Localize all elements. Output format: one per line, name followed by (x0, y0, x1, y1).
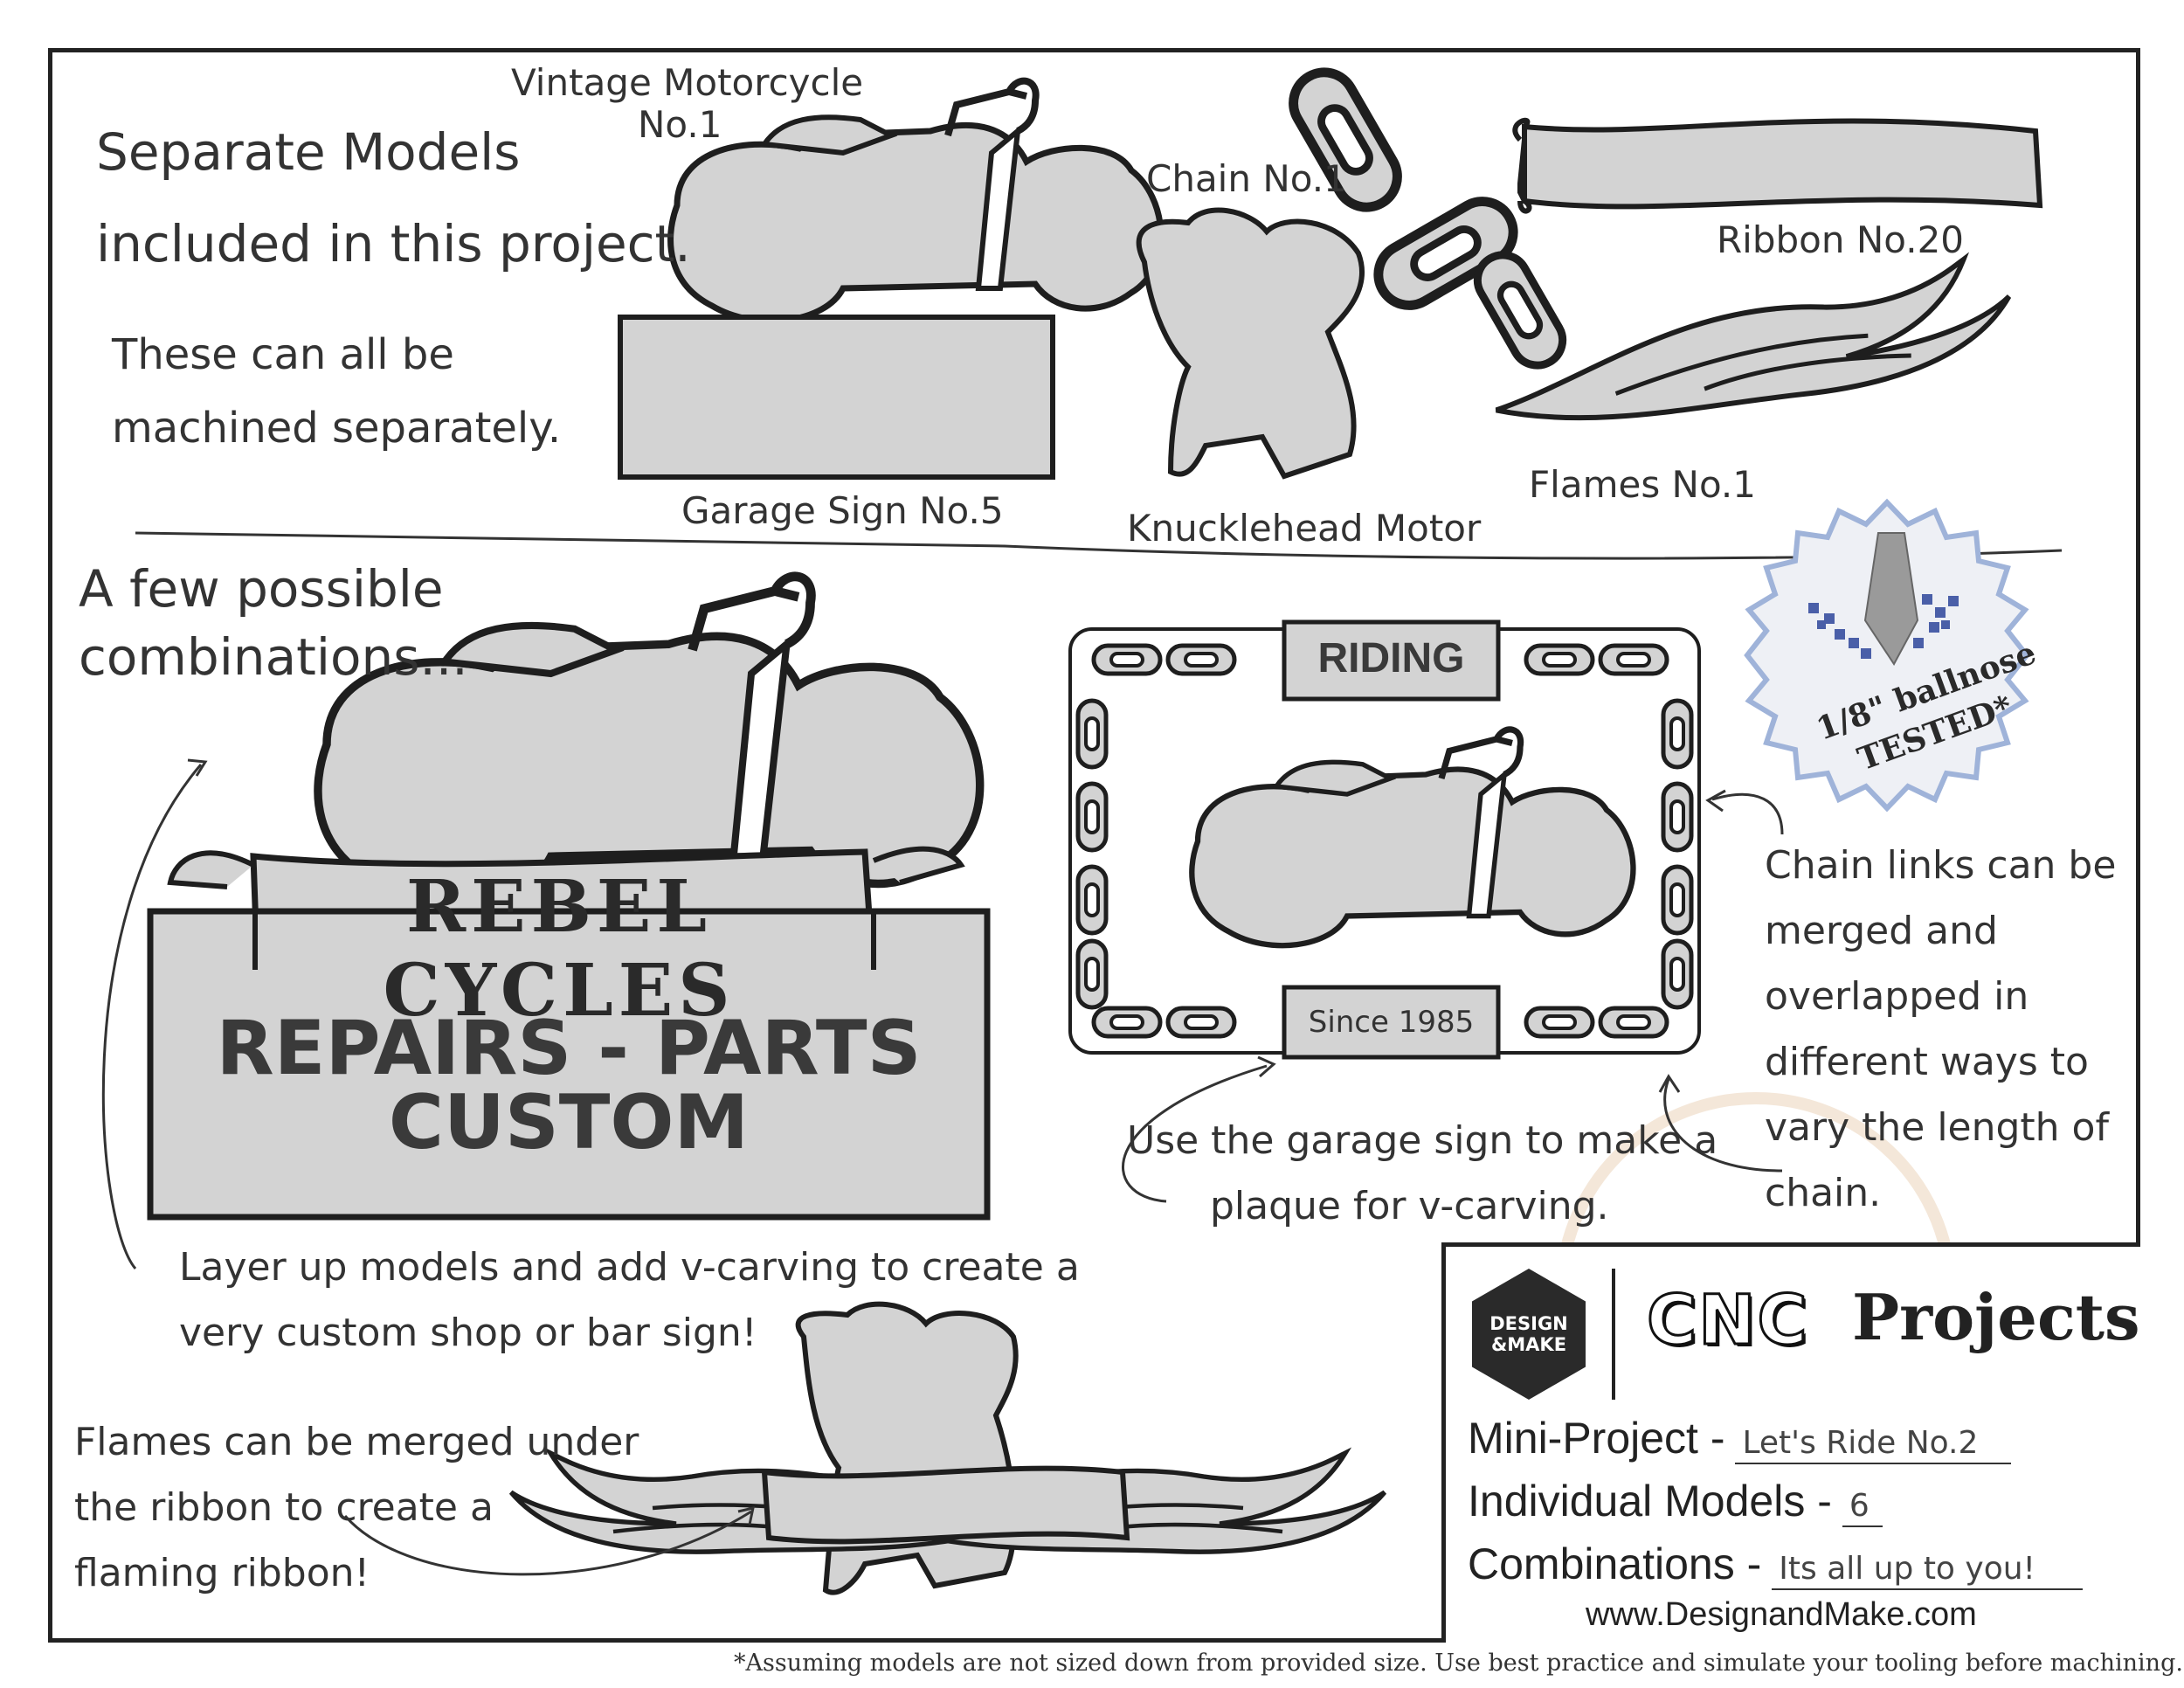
intro-sub-line1: These can all be (112, 330, 454, 379)
intro-heading-line1: Separate Models (96, 122, 521, 182)
individual-models-row: Individual Models - 6 (1468, 1476, 1883, 1527)
note-chain-6: chain. (1765, 1171, 1882, 1215)
note-chain-3: overlapped in (1765, 974, 2029, 1019)
label-flames: Flames No.1 (1529, 463, 1756, 506)
mini-project-row: Mini-Project - Let's Ride No.2 (1468, 1413, 2012, 1464)
footnote: *Assuming models are not sized down from… (734, 1650, 2183, 1677)
page-frame (48, 48, 2140, 1643)
note-chain-1: Chain links can be (1765, 843, 2117, 888)
project-info-panel: DESIGN &MAKE CNC Projects Mini-Project -… (1441, 1242, 2140, 1643)
label-garage-sign: Garage Sign No.5 (681, 489, 1004, 532)
note-plaque-2: plaque for v-carving. (1210, 1184, 1609, 1228)
arrow-icon (101, 758, 1784, 1576)
intro-heading-line2: included in this project. (96, 214, 691, 273)
riding-plaque (1282, 619, 1501, 702)
combo1-motorcycle (318, 577, 980, 901)
combos-heading-line1: A few possible (79, 559, 444, 619)
garage-sign-shape (618, 315, 1055, 480)
motorcycle-icon (671, 81, 1161, 322)
note-flames-2: the ribbon to create a (74, 1485, 494, 1530)
flames-icon (1486, 253, 2017, 441)
note-layer-2: very custom shop or bar sign! (179, 1311, 757, 1355)
rebel-cycles-text: REBEL CYCLES (383, 865, 736, 1033)
since-plaque (1282, 985, 1501, 1060)
logo-line2: &MAKE (1490, 1334, 1567, 1355)
individual-models-value: 6 (1842, 1488, 1883, 1527)
combinations-label: Combinations - (1468, 1539, 1762, 1588)
combinations-row: Combinations - Its all up to you! (1468, 1539, 2084, 1590)
cnc-wordmark: CNC (1646, 1281, 1809, 1362)
combo3-ribbon (761, 1465, 1130, 1545)
mini-project-value: Let's Ride No.2 (1735, 1425, 2012, 1464)
design-and-make-logo: DESIGN &MAKE (1472, 1269, 1586, 1400)
ribbon-icon (1522, 118, 2043, 210)
sign-line2: CUSTOM (388, 1079, 750, 1166)
label-chain: Chain No.1 (1146, 157, 1347, 200)
combinations-value: Its all up to you! (1772, 1551, 2084, 1590)
combos-heading-line2: combinations... (79, 627, 468, 687)
combo2-motorcycle (1192, 730, 1633, 945)
label-ribbon: Ribbon No.20 (1717, 218, 1965, 261)
panel-divider (1612, 1269, 1615, 1400)
label-motorcycle-line1: Vintage Motorcycle (511, 61, 864, 104)
intro-sub-line2: machined separately. (112, 404, 562, 453)
note-flames-3: flaming ribbon! (74, 1551, 370, 1595)
mini-project-label: Mini-Project - (1468, 1414, 1725, 1463)
logo-line1: DESIGN (1489, 1313, 1568, 1334)
note-chain-4: different ways to (1765, 1040, 2089, 1084)
label-motorcycle-line2: No.1 (638, 103, 722, 146)
engine-icon (1136, 207, 1365, 480)
website-link[interactable]: www.DesignandMake.com (1586, 1596, 1977, 1633)
since-text: Since 1985 (1308, 1005, 1475, 1040)
section-divider (135, 531, 2063, 560)
individual-models-label: Individual Models - (1468, 1477, 1832, 1525)
note-layer-1: Layer up models and add v-carving to cre… (179, 1245, 1080, 1290)
note-plaque-1: Use the garage sign to make a (1127, 1118, 1718, 1163)
combo1-sign-board (147, 908, 991, 1221)
projects-wordmark: Projects (1852, 1280, 2140, 1354)
note-flames-1: Flames can be merged under (74, 1420, 639, 1464)
label-knucklehead: Knucklehead Motor (1127, 507, 1482, 550)
ballnose-badge (1744, 498, 2030, 813)
note-chain-5: vary the length of (1765, 1105, 2109, 1150)
sign-line1: REPAIRS - PARTS (216, 1005, 922, 1092)
riding-text: RIDING (1317, 635, 1465, 681)
note-chain-2: merged and (1765, 909, 1998, 953)
